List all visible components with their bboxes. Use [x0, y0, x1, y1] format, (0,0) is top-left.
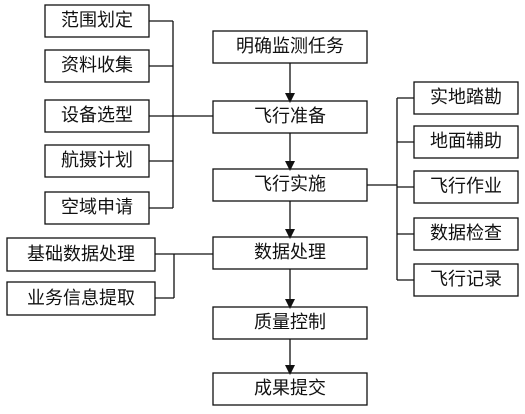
- node-result-submission-label: 成果提交: [254, 378, 326, 399]
- node-equipment-selection-label: 设备选型: [61, 105, 133, 126]
- node-flight-record-label: 飞行记录: [430, 269, 502, 290]
- node-site-survey-label: 实地踏勘: [430, 87, 502, 108]
- node-define-monitoring-task: [212, 30, 368, 64]
- node-quality-control: [212, 306, 368, 340]
- node-scope-definition: [44, 4, 150, 38]
- node-basic-data-processing-label: 基础数据处理: [27, 244, 135, 265]
- node-data-processing-label: 数据处理: [254, 242, 326, 263]
- node-data-check-label: 数据检查: [430, 223, 502, 244]
- node-aerial-plan-label: 航摄计划: [61, 150, 133, 171]
- preparation-group: 范围划定 资料收集 设备选型 航摄计划 空域申请: [44, 4, 213, 225]
- node-scope-definition-label: 范围划定: [61, 10, 133, 31]
- node-flight-record: [413, 263, 519, 297]
- node-airspace-application: [44, 191, 150, 225]
- node-flight-implementation-label: 飞行实施: [254, 174, 326, 195]
- node-site-survey: [413, 81, 519, 115]
- node-quality-control-label: 质量控制: [254, 312, 326, 333]
- node-flight-operation-label: 飞行作业: [430, 176, 502, 197]
- node-equipment-selection: [44, 99, 150, 133]
- node-airspace-application-label: 空域申请: [61, 197, 133, 218]
- node-business-info-extraction-label: 业务信息提取: [27, 288, 135, 309]
- node-data-collection-label: 资料收集: [61, 55, 133, 76]
- main-flow-group: 明确监测任务 飞行准备 飞行实施 数据处理 质量控制 成果提交: [212, 30, 368, 406]
- node-flight-preparation-label: 飞行准备: [254, 106, 326, 127]
- implementation-group: 实地踏勘 地面辅助 飞行作业 数据检查 飞行记录: [367, 81, 519, 297]
- node-define-monitoring-task-label: 明确监测任务: [236, 36, 344, 57]
- node-ground-support-label: 地面辅助: [430, 131, 502, 152]
- node-data-check: [413, 217, 519, 251]
- node-data-collection: [44, 49, 150, 83]
- node-flight-preparation: [212, 100, 368, 134]
- processing-group: 基础数据处理 业务信息提取: [6, 237, 213, 316]
- node-ground-support: [413, 125, 519, 159]
- node-result-submission: [212, 372, 368, 406]
- node-flight-operation: [413, 170, 519, 204]
